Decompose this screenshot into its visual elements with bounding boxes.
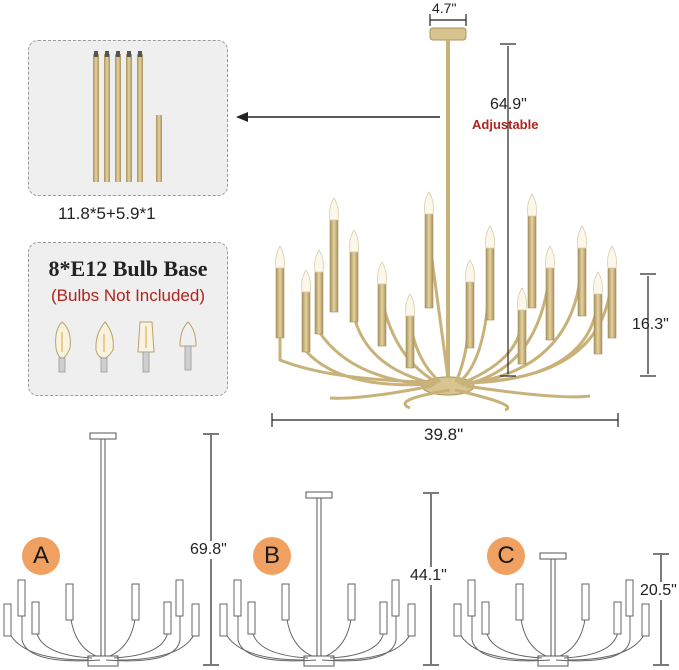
option-a-height: 69.8" xyxy=(190,541,227,559)
dimension-adjustable-label: Adjustable xyxy=(472,117,539,132)
option-badge-c: C xyxy=(487,537,525,575)
option-b-height: 44.1" xyxy=(410,567,447,585)
rods-caption: 11.8*5+5.9*1 xyxy=(58,204,156,223)
dimension-height-total: 64.9" xyxy=(490,96,527,113)
option-c-height: 20.5" xyxy=(640,582,677,600)
dimension-width: 39.8" xyxy=(424,425,464,444)
bulb-box xyxy=(28,242,228,396)
dimension-canopy-width: 4.7" xyxy=(432,0,457,16)
dimension-body-height: 16.3" xyxy=(632,316,669,333)
rod-segments xyxy=(93,51,162,182)
bulb-box-subtitle: (Bulbs Not Included) xyxy=(50,286,206,305)
option-badge-a: A xyxy=(22,537,60,575)
bulb-box-title: 8*E12 Bulb Base xyxy=(48,256,208,281)
option-badge-b: B xyxy=(253,537,291,575)
